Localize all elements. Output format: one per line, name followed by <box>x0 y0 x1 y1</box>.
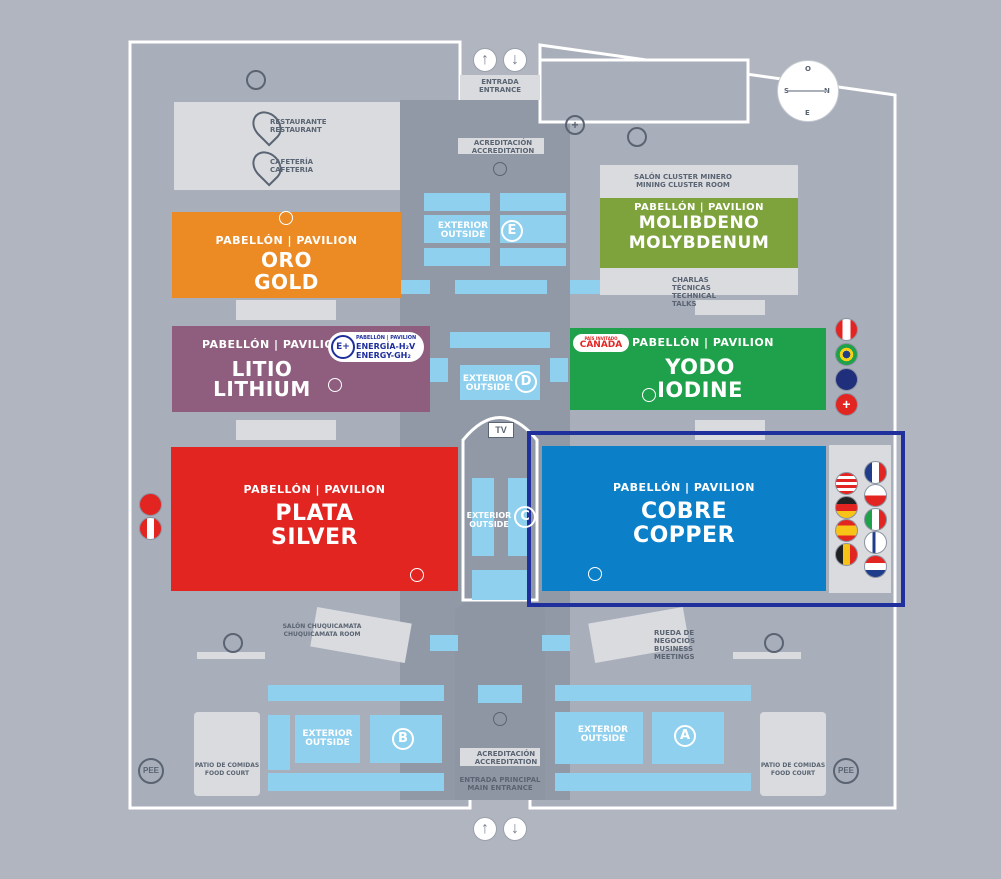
energia-e-plus-icon: E+ <box>331 335 355 359</box>
flag-belgium-icon <box>835 543 858 566</box>
info-icon <box>493 162 507 176</box>
restroom-icon <box>764 633 784 653</box>
canada-badge-line1: PAÍS INVITADO <box>584 336 618 341</box>
energia-badge-line2: ENERGÍA-H₂V <box>356 342 416 351</box>
zone-b-icon: B <box>392 728 414 750</box>
flag-usa-icon <box>835 472 858 495</box>
info-icon <box>588 567 602 581</box>
zone-e-icon: E <box>501 220 523 242</box>
pavilion-oro-es: ORO <box>261 248 312 272</box>
canada-badge-line2: CANADA <box>579 340 623 350</box>
pavilion-litio[interactable]: PABELLÓN | PAVILION LITIO LITHIUM E+ PAB… <box>172 326 430 412</box>
first-aid-icon: + <box>565 115 585 135</box>
pavilion-litio-es: LITIO <box>231 357 293 381</box>
pavilion-yodo[interactable]: PAÍS INVITADO CANADA PABELLÓN | PAVILION… <box>570 328 826 410</box>
flag-netherlands-icon <box>864 555 887 578</box>
zone-c-icon: C <box>514 506 536 528</box>
info-icon <box>642 388 656 402</box>
restroom-icon <box>223 633 243 653</box>
canada-badge: PAÍS INVITADO CANADA <box>573 334 629 352</box>
pavilion-yodo-es: YODO <box>665 355 735 379</box>
compass-rose: N S E O <box>777 60 839 122</box>
flag-spain-icon <box>835 519 858 542</box>
flag-france-icon <box>864 461 887 484</box>
pavilion-oro[interactable]: PABELLÓN | PAVILION ORO GOLD <box>172 212 401 298</box>
zone-a-icon: A <box>674 725 696 747</box>
pavilion-molibdeno[interactable]: PABELLÓN | PAVILION MOLIBDENO MOLYBDENUM <box>600 198 798 268</box>
compass-east: E <box>805 109 810 117</box>
main-entrance-in-arrow-icon: ↑ <box>473 817 497 841</box>
pavilion-litio-en: LITHIUM <box>213 377 311 401</box>
pavilion-molibdeno-en: MOLYBDENUM <box>628 233 770 253</box>
energia-badge-line1: PABELLÓN | PAVILION <box>356 335 417 341</box>
flag-finland-icon <box>864 531 887 554</box>
energia-badge-line3: ENERGY-GH₂ <box>356 351 411 360</box>
tv-box: TV <box>488 422 514 438</box>
flag-italy-icon <box>864 508 887 531</box>
pavilion-oro-type: PABELLÓN | PAVILION <box>215 234 358 247</box>
flag-poland-icon <box>864 484 887 507</box>
info-icon <box>328 378 342 392</box>
pavilion-litio-type: PABELLÓN | PAVILION <box>202 338 344 351</box>
flag-china-icon <box>139 493 162 516</box>
pavilion-yodo-en: IODINE <box>657 378 743 402</box>
restroom-icon <box>627 127 647 147</box>
compass-south: S <box>784 87 790 95</box>
pavilion-cobre-es: COBRE <box>640 499 728 524</box>
zone-d-icon: D <box>515 371 537 393</box>
pavilion-plata-type: PABELLÓN | PAVILION <box>243 483 386 496</box>
info-icon <box>493 712 507 726</box>
pavilion-oro-en: GOLD <box>254 270 319 294</box>
pavilion-cobre[interactable]: PABELLÓN | PAVILION COBRE COPPER <box>542 446 826 591</box>
compass-west: O <box>805 65 811 73</box>
info-icon <box>410 568 424 582</box>
pavilion-yodo-type: PABELLÓN | PAVILION <box>632 336 774 349</box>
pavilion-cobre-type: PABELLÓN | PAVILION <box>613 481 755 494</box>
flag-germany-icon <box>835 496 858 519</box>
main-entrance-out-arrow-icon: ↓ <box>503 817 527 841</box>
flag-canada-icon <box>835 318 858 341</box>
pee-left-icon: PEE <box>138 758 164 784</box>
pavilion-molibdeno-type: PABELLÓN | PAVILION <box>634 202 764 213</box>
flag-peru-icon <box>139 517 162 540</box>
pavilion-plata-en: SILVER <box>270 525 358 550</box>
entrance-in-arrow-icon: ↑ <box>473 48 497 72</box>
pavilion-plata-es: PLATA <box>275 501 354 526</box>
pee-right-icon: PEE <box>833 758 859 784</box>
compass-needle <box>788 90 828 92</box>
flag-australia-icon <box>835 368 858 391</box>
flag-switzerland-icon: + <box>835 393 858 416</box>
pavilion-cobre-en: COPPER <box>632 523 736 548</box>
energia-badge: E+ PABELLÓN | PAVILION ENERGÍA-H₂V ENERG… <box>328 332 424 362</box>
pavilion-molibdeno-es: MOLIBDENO <box>638 213 760 233</box>
entrance-out-arrow-icon: ↓ <box>503 48 527 72</box>
info-icon <box>279 211 293 225</box>
pavilion-plata[interactable]: PABELLÓN | PAVILION PLATA SILVER <box>171 447 458 591</box>
flag-brazil-icon <box>835 343 858 366</box>
restroom-icon <box>246 70 266 90</box>
